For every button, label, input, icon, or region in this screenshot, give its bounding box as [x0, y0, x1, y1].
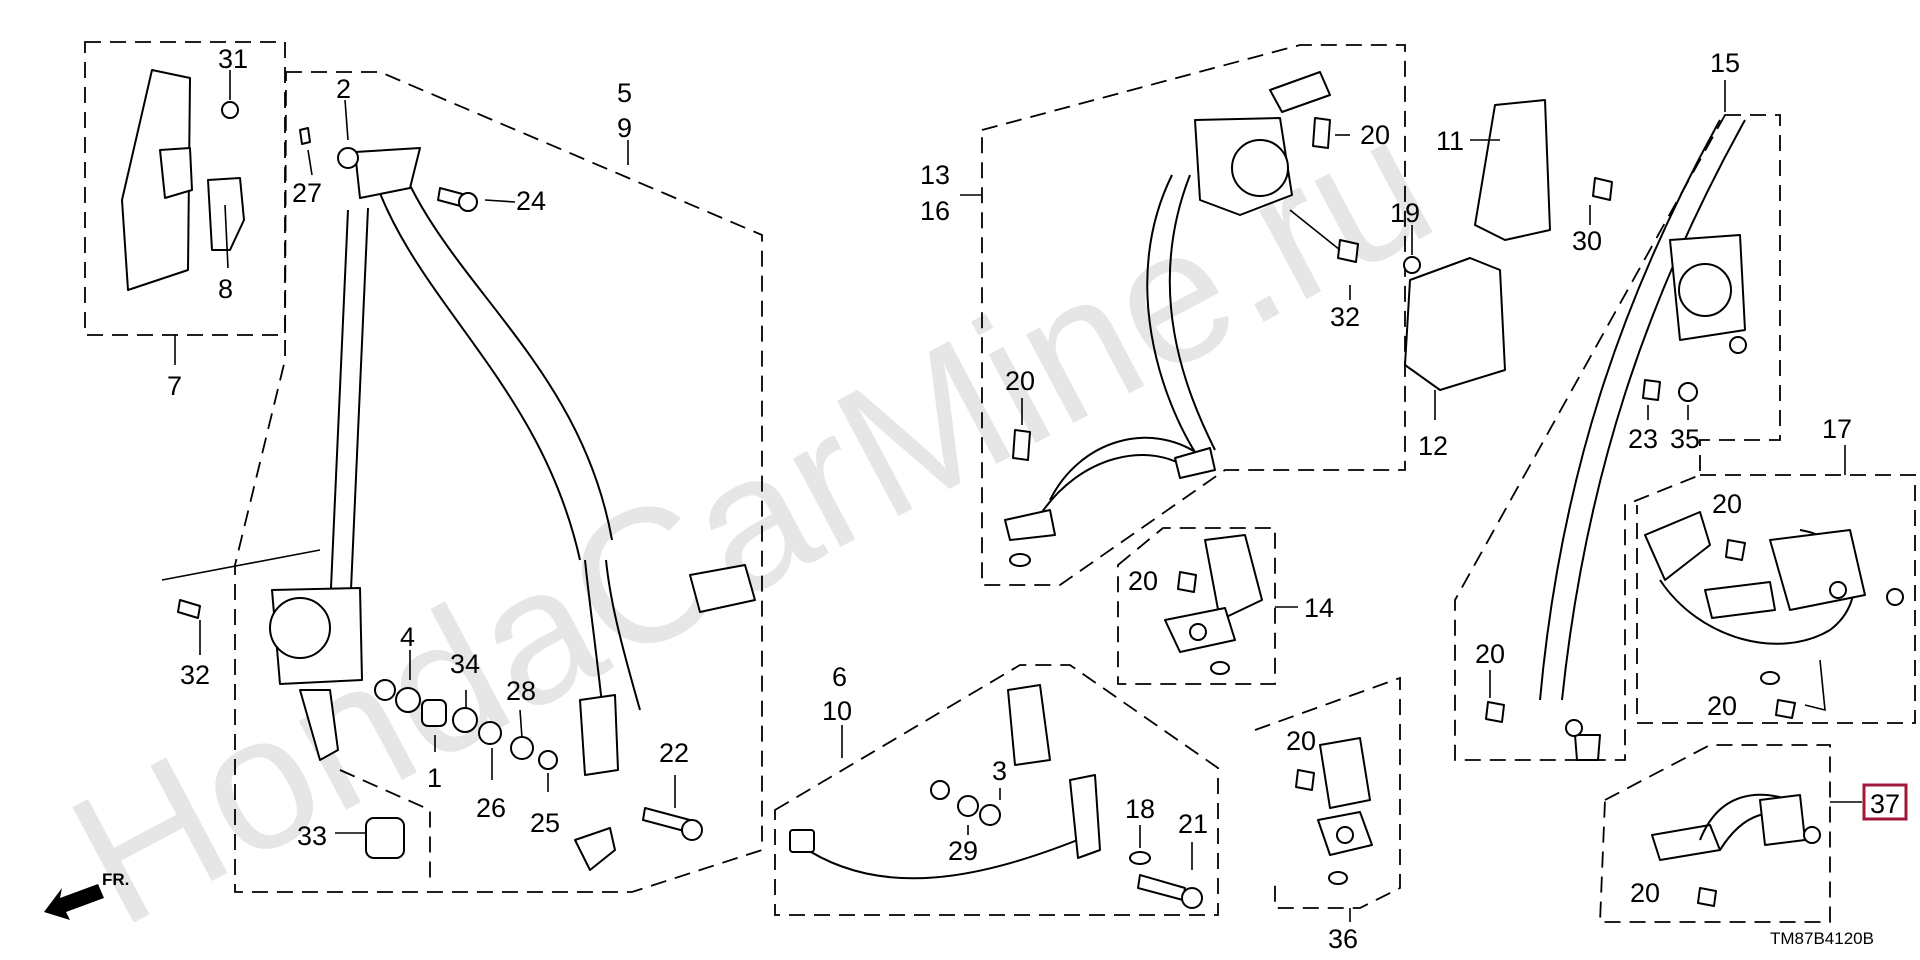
bolt-20b[interactable] — [1012, 429, 1031, 461]
callout-37[interactable]: 37 — [1870, 789, 1900, 819]
callout-36[interactable]: 36 — [1328, 924, 1358, 954]
callout-23[interactable]: 23 — [1628, 424, 1658, 454]
washer-3[interactable] — [979, 804, 1001, 826]
spacer-1[interactable] — [421, 699, 447, 727]
callout-20-f[interactable]: 20 — [1128, 566, 1158, 596]
callout-1[interactable]: 1 — [427, 763, 442, 793]
part-17-buckle[interactable] — [1644, 511, 1711, 581]
diagram-code: TM87B4120B — [1770, 929, 1874, 948]
callout-19[interactable]: 19 — [1390, 198, 1420, 228]
callout-12[interactable]: 12 — [1418, 431, 1448, 461]
part-37-buckle[interactable] — [1651, 824, 1721, 861]
part-36-buckle[interactable] — [1319, 737, 1371, 809]
washer-4[interactable] — [374, 679, 396, 701]
callout-27[interactable]: 27 — [292, 178, 322, 208]
bolt-32a[interactable] — [177, 599, 201, 619]
group-6-10-panel — [774, 664, 1219, 916]
callout-34[interactable]: 34 — [450, 649, 480, 679]
group-33-panel — [339, 769, 431, 880]
callout-16[interactable]: 16 — [920, 196, 950, 226]
bolt-23[interactable] — [1642, 379, 1661, 401]
callout-30[interactable]: 30 — [1572, 226, 1602, 256]
bushing-33[interactable] — [365, 817, 405, 859]
callout-18[interactable]: 18 — [1125, 794, 1155, 824]
clip-19[interactable] — [1403, 256, 1421, 274]
bolt-31[interactable] — [221, 101, 239, 119]
washer-35[interactable] — [1678, 382, 1698, 402]
part-37-highlight[interactable] — [1862, 783, 1908, 821]
callout-20-e[interactable]: 20 — [1475, 639, 1505, 669]
part-6-buckle[interactable] — [1007, 684, 1051, 766]
bolt-20g[interactable] — [1295, 769, 1315, 791]
callout-17[interactable]: 17 — [1822, 414, 1852, 444]
callout-5[interactable]: 5 — [617, 78, 632, 108]
callout-14[interactable]: 14 — [1304, 593, 1334, 623]
callout-21[interactable]: 21 — [1178, 809, 1208, 839]
part-7-cover[interactable] — [121, 69, 191, 291]
callout-9[interactable]: 9 — [617, 113, 632, 143]
callout-7[interactable]: 7 — [167, 371, 182, 401]
callout-3[interactable]: 3 — [992, 756, 1007, 786]
part-5-belt-webbing[interactable] — [369, 149, 613, 561]
callout-31[interactable]: 31 — [218, 44, 248, 74]
group-13-16-panel — [960, 44, 1406, 586]
bolt-32b[interactable] — [1337, 239, 1359, 263]
callout-20-c[interactable]: 20 — [1712, 489, 1742, 519]
callout-11[interactable]: 11 — [1436, 126, 1464, 156]
bolt-20h[interactable] — [1697, 887, 1717, 907]
callout-13[interactable]: 13 — [920, 160, 950, 190]
washer-27[interactable] — [299, 127, 311, 145]
callout-2[interactable]: 2 — [336, 74, 351, 104]
callout-6[interactable]: 6 — [832, 662, 847, 692]
group-17-panel — [1636, 445, 1916, 724]
group-7-panel — [84, 41, 286, 365]
bolt-20a[interactable] — [1312, 117, 1331, 149]
nut-2[interactable] — [337, 147, 359, 169]
part-15-belt[interactable] — [1539, 119, 1746, 701]
washer-18[interactable] — [1129, 851, 1151, 865]
callout-10[interactable]: 10 — [822, 696, 852, 726]
bolt-20d[interactable] — [1725, 539, 1746, 561]
callout-25[interactable]: 25 — [530, 808, 560, 838]
group-37-panel — [1599, 744, 1908, 923]
callout-24[interactable]: 24 — [516, 186, 546, 216]
callout-4[interactable]: 4 — [400, 622, 415, 652]
part-14-buckle[interactable] — [1204, 534, 1263, 621]
bolt-20f[interactable] — [1177, 571, 1197, 593]
callout-35[interactable]: 35 — [1670, 424, 1700, 454]
callout-28[interactable]: 28 — [506, 676, 536, 706]
callout-20-b[interactable]: 20 — [1005, 366, 1035, 396]
callout-32[interactable]: 32 — [180, 660, 210, 690]
callout-20-d[interactable]: 20 — [1707, 691, 1737, 721]
group-14-panel — [1117, 527, 1298, 685]
part-12-bracket[interactable] — [1404, 257, 1506, 391]
group-11-12-19 — [1403, 99, 1551, 420]
bolt-20c[interactable] — [1485, 701, 1505, 723]
collar-34[interactable] — [395, 687, 421, 713]
group-15-panel — [1454, 80, 1781, 761]
callout-8[interactable]: 8 — [218, 274, 233, 304]
group-5-9-panel — [161, 71, 763, 893]
callout-29[interactable]: 29 — [948, 836, 978, 866]
callout-20-a[interactable]: 20 — [1360, 120, 1390, 150]
callout-15[interactable]: 15 — [1710, 48, 1740, 78]
callout-labels: 31 7 8 2 27 24 5 9 32 4 34 1 28 26 25 22… — [102, 44, 1900, 954]
callout-32-b[interactable]: 32 — [1330, 302, 1360, 332]
bolt-21[interactable] — [1137, 874, 1186, 901]
bolt-20e[interactable] — [1775, 699, 1796, 719]
group-36-panel — [1254, 676, 1401, 922]
part-11-garnish[interactable] — [1474, 99, 1551, 241]
front-direction-indicator — [44, 884, 104, 920]
callout-26[interactable]: 26 — [476, 793, 506, 823]
bolt-30[interactable] — [1592, 177, 1613, 201]
direction-label: FR. — [102, 870, 129, 889]
callout-20-h[interactable]: 20 — [1630, 878, 1660, 908]
direction-arrow-icon — [44, 884, 104, 920]
callout-22[interactable]: 22 — [659, 738, 689, 768]
callout-33[interactable]: 33 — [297, 821, 327, 851]
callout-20-g[interactable]: 20 — [1286, 726, 1316, 756]
